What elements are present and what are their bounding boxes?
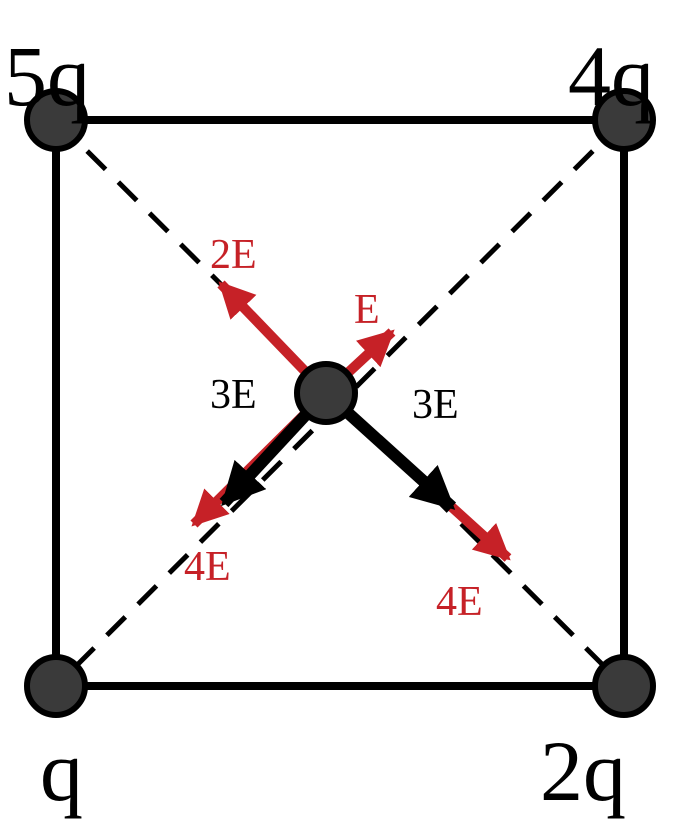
charge-label-top-right: 4q xyxy=(568,28,654,124)
field-label-3E-left: 3E xyxy=(210,372,257,418)
charge-node-bottom-left xyxy=(24,654,88,718)
field-label-E: E xyxy=(354,287,380,333)
center-point xyxy=(294,361,358,425)
field-label-2E: 2E xyxy=(210,232,257,278)
charge-label-bottom-right: 2q xyxy=(540,723,626,819)
charge-label-top-left: 5q xyxy=(4,28,90,124)
charge-node-top-left xyxy=(24,88,88,152)
charge-label-bottom-left: q xyxy=(40,723,83,819)
square-outline xyxy=(52,116,628,690)
field-label-4E-left: 4E xyxy=(184,544,231,590)
charge-node-bottom-right xyxy=(592,654,656,718)
field-label-3E-right: 3E xyxy=(412,382,459,428)
field-label-4E-right: 4E xyxy=(436,579,483,625)
charge-node-top-right xyxy=(592,88,656,152)
